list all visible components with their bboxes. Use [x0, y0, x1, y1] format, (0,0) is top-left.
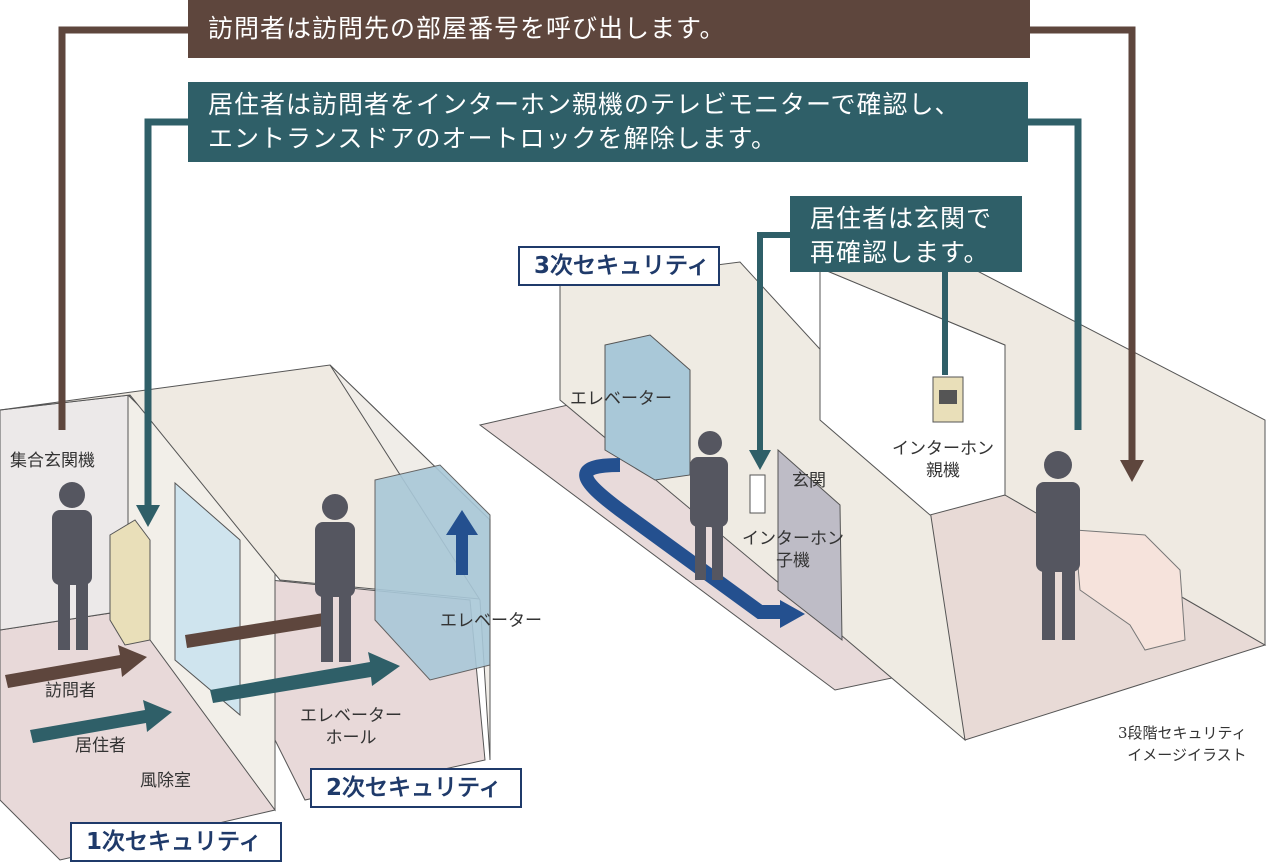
visitor-arrow-2 — [185, 612, 330, 648]
intercom-sub-line2: 子機 — [776, 551, 810, 571]
unlock-line-right — [1026, 118, 1082, 430]
intercom-sub-device — [749, 474, 766, 514]
front-door — [777, 448, 843, 642]
windbreak-room-label: 風除室 — [140, 771, 191, 791]
resident-label: 居住者 — [75, 736, 126, 756]
elevator-hall-line1: エレベーター — [300, 706, 402, 726]
intercom-main-line1: インターホン — [892, 439, 994, 459]
front-door-label: 玄関 — [792, 471, 826, 491]
visitor-call-banner: 訪問者は訪問先の部屋番号を呼び出します。 — [188, 0, 1030, 58]
resident-confirm-banner: 居住者は訪問者をインターホン親機のテレビモニターで確認し、 エントランスドアのオ… — [188, 82, 1028, 162]
caption-line1: 3段階セキュリティ — [1118, 724, 1247, 742]
unlock-line — [144, 118, 190, 510]
intercom-main-line2: 親機 — [926, 461, 960, 481]
visitor-figure-right — [690, 431, 728, 580]
second-security-label: 2次セキュリティ — [310, 768, 522, 808]
visitor-figure — [52, 482, 92, 650]
first-security-label: 1次セキュリティ — [70, 822, 282, 862]
resident-figure — [315, 494, 355, 662]
elevator-left-label: エレベーター — [440, 611, 542, 631]
glass-door — [174, 481, 241, 717]
intercom-main-label: インターホン 親機 — [892, 438, 994, 482]
resident-confirm-line1: 居住者は訪問者をインターホン親機のテレビモニターで確認し、 — [208, 90, 961, 119]
entrance-panel-label: 集合玄関機 — [10, 451, 95, 471]
resident-figure-right — [1036, 451, 1080, 640]
resident-arrow-2 — [210, 652, 400, 703]
reconfirm-line — [757, 232, 792, 455]
visitor-call-text: 訪問者は訪問先の部屋番号を呼び出します。 — [208, 14, 726, 43]
visitor-call-line — [58, 26, 190, 430]
route-arrow — [579, 458, 785, 619]
entrance-panel-device — [109, 519, 151, 646]
caption: 3段階セキュリティ イメージイラスト — [1118, 722, 1247, 766]
reconfirm-line1: 居住者は玄関で — [810, 204, 993, 233]
sofa — [1074, 529, 1186, 651]
caption-line2: イメージイラスト — [1127, 746, 1247, 764]
visitor-label: 訪問者 — [45, 681, 96, 701]
third-security-label: 3次セキュリティ — [518, 246, 720, 286]
resident-arrow — [30, 700, 172, 743]
visitor-arrow — [5, 645, 147, 688]
up-arrow — [446, 510, 478, 575]
intercom-sub-line1: インターホン — [742, 529, 844, 549]
resident-confirm-line2: エントランスドアのオートロックを解除します。 — [208, 124, 778, 153]
elevator-hall-line2: ホール — [325, 728, 377, 748]
reconfirm-line2: 再確認します。 — [810, 238, 990, 267]
elevator-right-label: エレベーター — [570, 389, 672, 409]
intercom-sub-label: インターホン 子機 — [742, 528, 844, 572]
elevator-hall-label: エレベーター ホール — [300, 705, 402, 749]
reconfirm-banner: 居住者は玄関で 再確認します。 — [790, 196, 1022, 272]
visitor-call-line-right — [1028, 26, 1136, 465]
